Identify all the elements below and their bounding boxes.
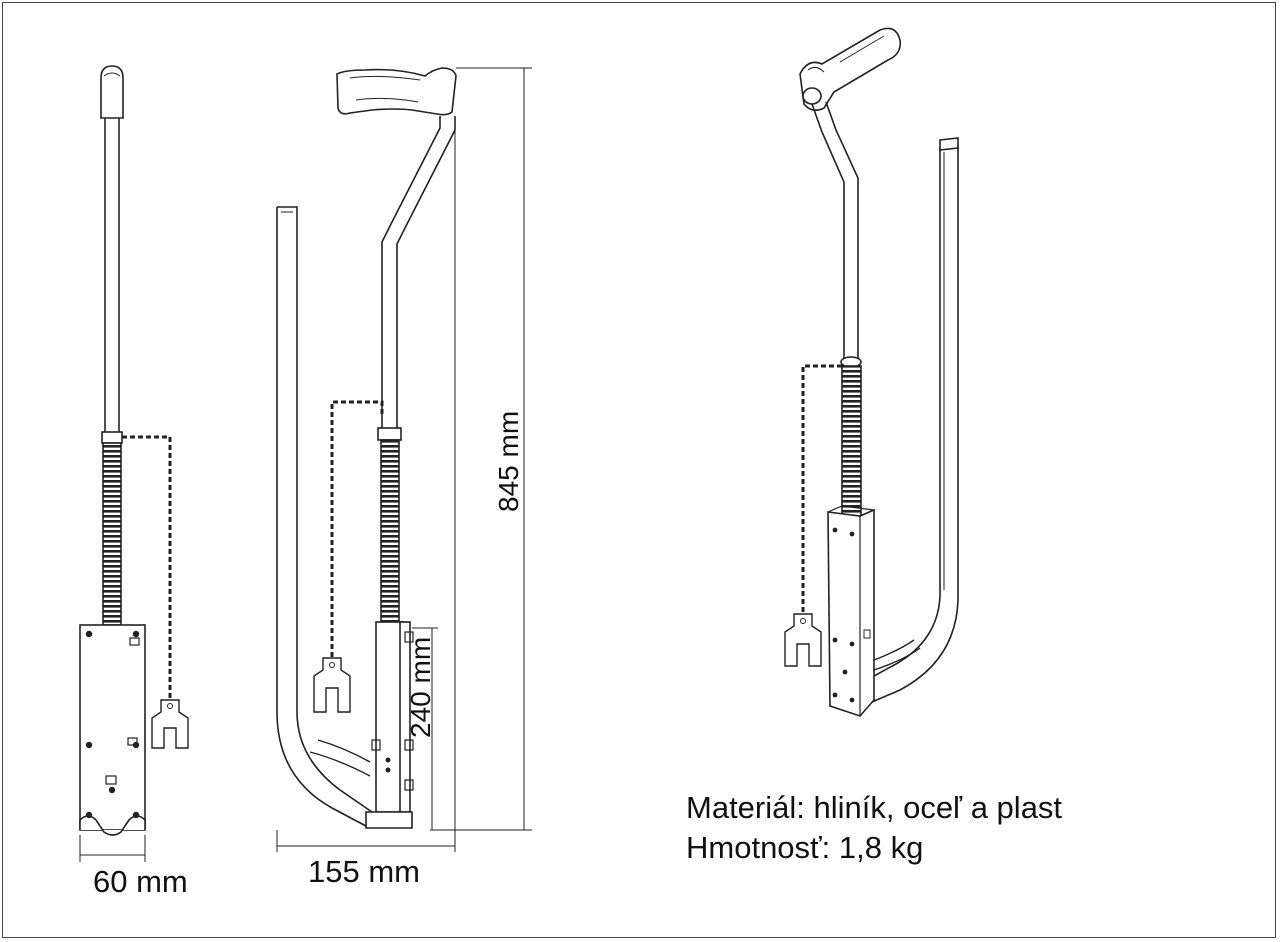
- persp-leg: [871, 145, 959, 703]
- perspective-view: [784, 27, 959, 717]
- front-bolts: [85, 630, 140, 819]
- persp-base: [827, 508, 875, 717]
- depth-dimension-label: 155 mm: [308, 854, 420, 889]
- front-hook: [151, 699, 189, 749]
- front-spring: [102, 442, 122, 626]
- material-spec: Materiál: hliník, oceľ a plast: [686, 790, 1063, 825]
- persp-chain: [801, 364, 842, 614]
- side-chain: [330, 400, 384, 658]
- weight-spec: Hmotnosť: 1,8 kg: [686, 830, 924, 865]
- base-dimension-label: 240 mm: [405, 637, 436, 738]
- side-handle: [336, 67, 457, 116]
- front-base-plate: [79, 624, 146, 831]
- front-chain: [122, 435, 172, 700]
- persp-spring: [841, 365, 862, 517]
- persp-hook: [784, 613, 822, 667]
- side-collar: [377, 427, 402, 441]
- side-view: [276, 67, 532, 852]
- side-spring: [380, 439, 400, 623]
- front-view: [79, 65, 189, 862]
- width-dimension-label: 60 mm: [93, 864, 188, 899]
- side-base-block: [375, 621, 404, 813]
- side-hook: [313, 657, 351, 713]
- persp-handle: [799, 27, 902, 112]
- side-leg: [277, 206, 373, 813]
- front-collar: [101, 431, 123, 444]
- front-handle-knob: [100, 65, 124, 119]
- height-dimension-label: 845 mm: [493, 411, 524, 512]
